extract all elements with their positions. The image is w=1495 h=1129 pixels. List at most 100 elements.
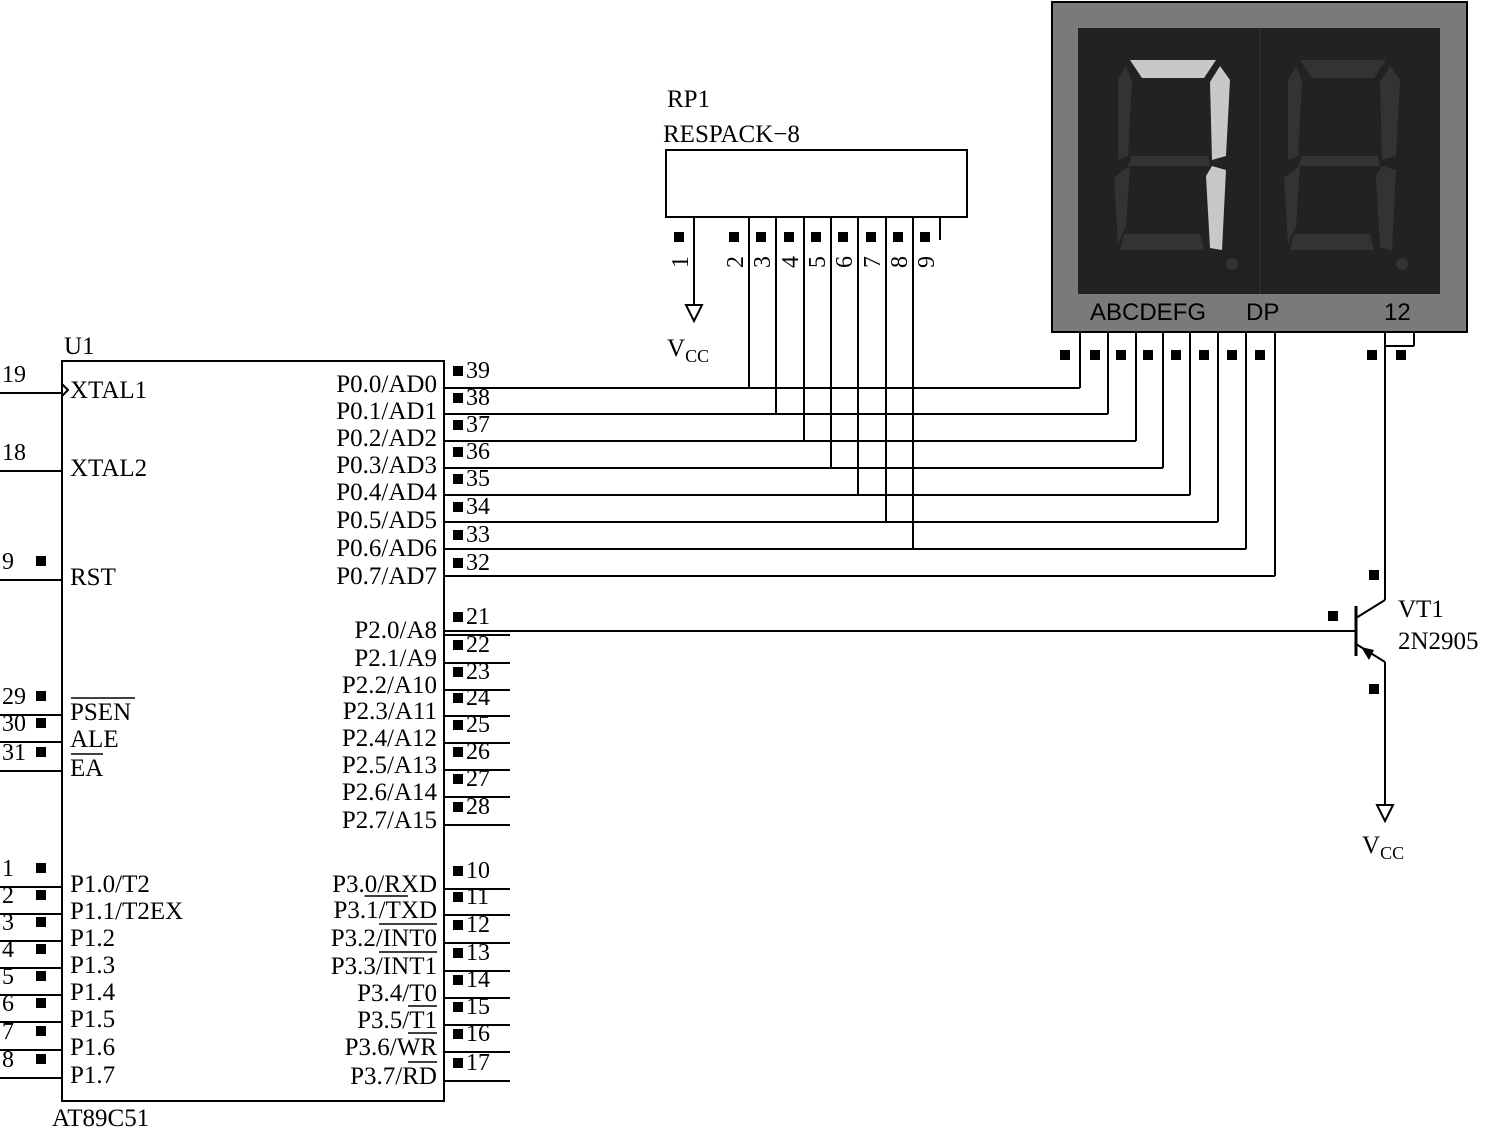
mcu-pin-number: 14 [466, 967, 490, 993]
display-pins [1060, 350, 1406, 360]
pin-marker [453, 1002, 463, 1012]
rp-pin-marker [729, 232, 739, 242]
mcu-pin-number: 25 [466, 712, 490, 738]
mcu-pin-number: 34 [466, 494, 490, 520]
mcu-pin-name: P3.2/INT0 [331, 925, 437, 952]
pin-marker [36, 718, 46, 728]
digit-2 [1284, 60, 1408, 270]
mcu-pin-number: 4 [2, 937, 14, 963]
rp-pin-number: 9 [914, 256, 940, 268]
digit-1 [1114, 60, 1238, 270]
mcu-pin-name: P0.6/AD6 [336, 535, 437, 562]
mcu-pin-name: P1.3 [70, 952, 115, 979]
mcu-pin-name: PSEN [70, 699, 131, 726]
pin-marker [36, 890, 46, 900]
pin-marker [36, 863, 46, 873]
mcu-pin-name: RST [70, 564, 116, 591]
clock-input-marker [61, 383, 70, 397]
mcu-pin-number: 6 [2, 991, 14, 1017]
mcu-pin-number: 15 [466, 994, 490, 1020]
rp-pin-number: 2 [723, 256, 749, 268]
mcu-pin-name: P2.1/A9 [354, 645, 437, 672]
mcu-pin-number: 37 [466, 412, 490, 438]
pin-marker [453, 530, 463, 540]
mcu-pin-number: 8 [2, 1047, 14, 1073]
mcu-left-pins: 19XTAL118XTAL29RST29PSEN30ALE31EA1P1.0/T… [0, 362, 183, 1089]
mcu-pin-name: P3.4/T0 [357, 980, 437, 1007]
pin-marker [36, 747, 46, 757]
vcc-arrow-vt1 [1375, 804, 1395, 824]
common-pin-label: 12 [1384, 299, 1411, 326]
mcu-pin-number: 35 [466, 466, 490, 492]
pin-marker [36, 1026, 46, 1036]
pin-marker [453, 948, 463, 958]
resistor-pack-part: RESPACK−8 [663, 121, 800, 148]
mcu-pin-name: P2.5/A13 [342, 752, 437, 779]
dp-pin-label: DP [1246, 299, 1279, 326]
segment-dp [1226, 258, 1238, 270]
rp-pin-number: 3 [750, 256, 776, 268]
pin-marker [453, 920, 463, 930]
mcu-pin-number: 27 [466, 766, 490, 792]
segment-c [1206, 166, 1226, 250]
resistor-pack-body [665, 149, 968, 218]
pin-marker [453, 420, 463, 430]
mcu-pin-name: P2.2/A10 [342, 672, 437, 699]
mcu-pin-name: P3.7/RD [350, 1063, 437, 1090]
mcu-pin-name: XTAL2 [70, 455, 147, 482]
pin-marker [453, 1058, 463, 1068]
rp-pin-marker [893, 232, 903, 242]
rp-pin-number: 8 [887, 256, 913, 268]
pin-marker [453, 802, 463, 812]
mcu-pin-number: 13 [466, 940, 490, 966]
vcc-label-vt1: VCC [1362, 832, 1404, 863]
mcu-pin-name: ALE [70, 726, 119, 753]
mcu-pin-number: 3 [2, 910, 14, 936]
pin-marker [453, 558, 463, 568]
segment-a [1130, 60, 1216, 78]
emitter-arrow [1361, 647, 1374, 660]
resistor-pack-ref: RP1 [667, 86, 710, 113]
mcu-pin-number: 30 [2, 711, 26, 737]
mcu-pin-name: P1.2 [70, 925, 115, 952]
segment-d [1290, 234, 1374, 250]
mcu-pin-number: 18 [2, 440, 26, 466]
mcu-pin-name: P1.4 [70, 979, 116, 1006]
pin-marker [453, 612, 463, 622]
segment-pins-label: ABCDEFG [1090, 299, 1206, 326]
mcu-pin-name: P0.2/AD2 [336, 425, 437, 452]
segment-c [1376, 166, 1396, 250]
rp-pin-marker [920, 232, 930, 242]
mcu-u1: U1 AT89C51 19XTAL118XTAL29RST29PSEN30ALE… [0, 333, 510, 1129]
rp-pin-number: 1 [668, 256, 694, 268]
mcu-pin-number: 33 [466, 522, 490, 548]
pin-marker [36, 691, 46, 701]
segment-g [1128, 156, 1210, 166]
mcu-pin-name: P0.5/AD5 [336, 507, 437, 534]
mcu-pin-name: P1.6 [70, 1034, 115, 1061]
mcu-pin-name: P0.0/AD0 [336, 371, 437, 398]
pin-marker [36, 556, 46, 566]
mcu-pin-name: P0.7/AD7 [336, 563, 437, 590]
segment-b [1210, 66, 1230, 160]
mcu-pin-name: XTAL1 [70, 377, 147, 404]
mcu-body [61, 360, 445, 1102]
rp-pin-marker [674, 232, 684, 242]
pin-marker [453, 720, 463, 730]
rp-pin-marker [756, 232, 766, 242]
transistor-ref: VT1 [1398, 596, 1444, 623]
mcu-pin-name: EA [70, 755, 103, 782]
mcu-pin-number: 2 [2, 883, 14, 909]
mcu-pin-number: 26 [466, 739, 490, 765]
pin-marker [36, 971, 46, 981]
seven-segment-display: ABCDEFG DP 12 [1051, 1, 1468, 600]
pin-marker [453, 1029, 463, 1039]
mcu-part: AT89C51 [52, 1105, 149, 1129]
rp-pin-number: 7 [860, 256, 886, 268]
mcu-pin-name: P3.1/TXD [334, 897, 437, 924]
segment-f [1288, 66, 1302, 160]
rp-pin-marker [838, 232, 848, 242]
pin-marker [36, 944, 46, 954]
